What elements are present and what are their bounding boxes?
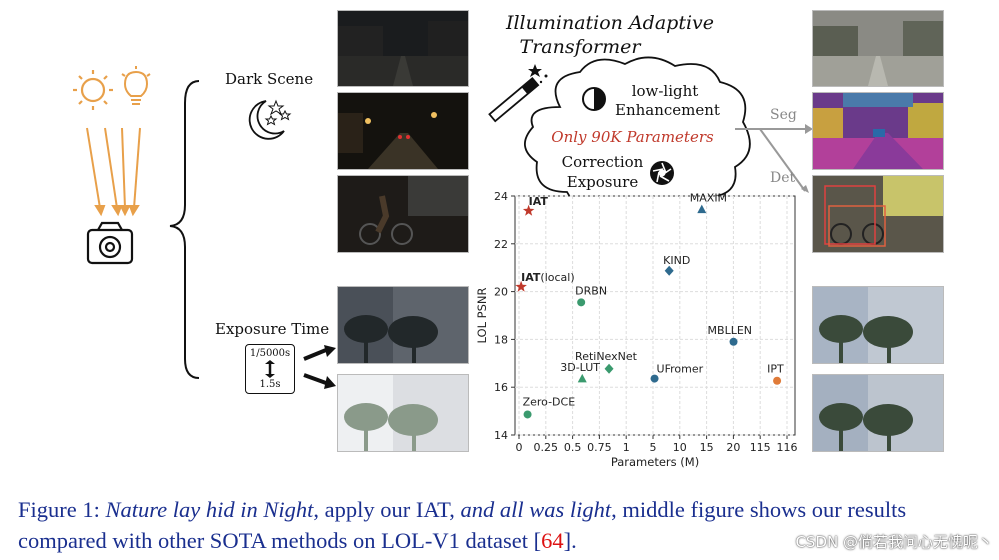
x-tick-label: 20 [726, 441, 740, 454]
point-ufromer [650, 374, 659, 383]
seg-label: Seg [770, 107, 797, 123]
hourglass-arrow-icon [265, 360, 275, 378]
point-kind [664, 265, 674, 276]
caption-ref[interactable]: 64 [541, 528, 564, 553]
point-label: RetiNexNet [575, 350, 638, 363]
caption-italic-1: Nature lay hid in Night [105, 497, 314, 522]
enhancement-line-2: Enhancement [615, 101, 720, 119]
point-ipt [773, 376, 782, 385]
input-building-under [337, 286, 469, 364]
caption-suffix: ]. [563, 528, 577, 553]
figure-caption: Figure 1: Nature lay hid in Night, apply… [18, 494, 993, 556]
point-iat-local- [515, 280, 527, 292]
input-building-over [337, 374, 469, 452]
point-label: Zero-DCE [523, 395, 576, 408]
point-zero-dce [523, 410, 532, 419]
camera-icon [86, 221, 134, 265]
point-label: MBLLEN [708, 324, 752, 337]
input-dark-cyclist [337, 175, 469, 253]
point-label-bold: IAT [521, 271, 541, 284]
y-tick-label: 16 [494, 381, 508, 394]
correction-line-2: Exposure [566, 173, 639, 191]
point-label: IAT(local) [521, 271, 574, 284]
point-label: 3D-LUT [560, 361, 600, 374]
x-tick-label: 10 [673, 441, 687, 454]
exposure-time-label: Exposure Time [215, 320, 330, 338]
exposure-box: 1/5000s 1.5s [245, 344, 295, 394]
x-tick-label: 0.5 [564, 441, 582, 454]
lighting-illustration [73, 66, 151, 265]
task-arrows [735, 124, 813, 193]
aperture-icon [650, 161, 674, 185]
magic-wand-icon [488, 64, 548, 123]
x-tick-label: 115 [750, 441, 771, 454]
x-tick-label: 116 [777, 441, 798, 454]
point-label: IPT [767, 363, 784, 376]
exposure-bottom: 1.5s [259, 379, 281, 390]
csdn-watermark: CSDN @倘若我问心无愧呢丶 [795, 533, 993, 551]
input-dark-street-2 [337, 92, 469, 170]
exposure-top: 1/5000s [249, 348, 291, 359]
output-enhanced-street [812, 10, 944, 87]
sun-icon [73, 70, 113, 110]
title-line-1: Illumination Adaptive [505, 12, 715, 34]
point-mbllen [729, 337, 738, 346]
y-tick-label: 22 [494, 238, 508, 251]
x-tick-label: 0 [516, 441, 523, 454]
x-tick-label: 5 [650, 441, 657, 454]
enhancement-line-1: low-light [631, 82, 699, 100]
y-tick-label: 20 [494, 286, 508, 299]
moon-stars-icon [248, 99, 292, 140]
title-line-2: Transformer [519, 36, 641, 58]
point-label-rest: (local) [540, 271, 574, 284]
point-label: MAXIM [690, 192, 727, 205]
point-label: KIND [663, 254, 690, 267]
y-tick-label: 18 [494, 333, 508, 346]
point-iat [522, 204, 535, 216]
point-drbn [577, 298, 586, 307]
x-tick-label: 0.25 [534, 441, 559, 454]
contrast-icon [582, 87, 606, 111]
det-label: Det [770, 170, 796, 186]
x-tick-label: 1 [623, 441, 630, 454]
x-axis-label: Parameters (M) [611, 455, 699, 469]
cloud-shape [524, 56, 751, 213]
correction-line-1: Correction [561, 153, 644, 171]
caption-prefix: Figure 1: [18, 497, 100, 522]
output-building-2 [812, 374, 944, 452]
point-3d-lut [577, 373, 587, 383]
caption-mid-1: , apply our IAT, [313, 497, 461, 522]
exposure-arrows [303, 345, 336, 389]
point-label: IAT [529, 195, 549, 208]
point-maxim [697, 204, 707, 214]
point-retinexnet [604, 363, 614, 374]
y-tick-label: 24 [494, 190, 508, 203]
output-detection [812, 175, 944, 253]
bulb-icon [121, 66, 151, 105]
output-segmentation [812, 92, 944, 170]
x-tick-label: 15 [700, 441, 714, 454]
left-brace [169, 80, 200, 379]
caption-mid-2: , middle figure shows our results compar… [18, 497, 907, 553]
input-dark-street-1 [337, 10, 469, 87]
x-tick-label: 0.75 [587, 441, 612, 454]
y-axis-label: LOL PSNR [475, 288, 489, 344]
caption-italic-2: and all was light [460, 497, 612, 522]
light-rays [86, 127, 141, 217]
plot-area [514, 195, 796, 436]
output-building-1 [812, 286, 944, 364]
point-label: UFromer [657, 363, 704, 376]
params-text: Only 90K Parameters [551, 128, 714, 146]
dark-scene-label: Dark Scene [225, 70, 314, 88]
y-tick-label: 14 [494, 429, 508, 442]
point-label: DRBN [575, 284, 607, 297]
